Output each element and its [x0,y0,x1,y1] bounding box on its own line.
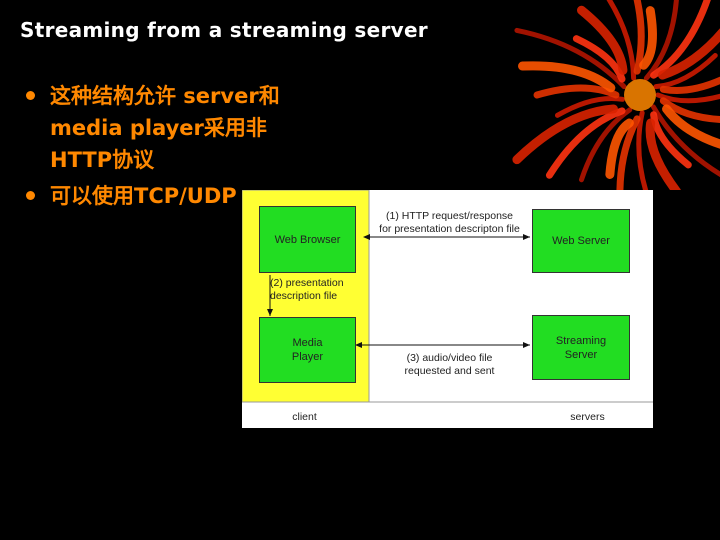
decorative-burst-graphic [512,0,720,190]
step3-label: (3) audio/video file requested and sent [404,352,495,377]
burst-spoke [639,6,657,70]
streaming-server-box: Streaming Server [532,315,630,380]
streaming-diagram: Web Browser Media Player Web Server Stre… [242,190,653,428]
burst-spoke [633,0,645,75]
burst-spoke [659,76,720,94]
burst-spoke [650,104,720,178]
step2-label: (2) presentation description file [270,277,344,302]
burst-spoke [653,52,718,90]
burst-spoke [655,92,720,104]
burst-spoke [645,118,681,190]
bullet-list: 这种结构允许 server和media player采用非 HTTP协议 可以使… [24,80,284,212]
burst-spoke [512,104,618,165]
burst-spoke [636,110,649,190]
burst-spoke [605,118,634,179]
burst-spokes [512,0,720,190]
web-browser-box: Web Browser [259,206,356,273]
bullet-dot [26,191,35,200]
burst-spoke [606,0,637,81]
step1-label: (1) HTTP request/response for presentati… [379,210,520,235]
bullet-dot [26,91,35,100]
bullet-item: 可以使用TCP/UDP [24,180,284,212]
burst-spoke [616,115,641,190]
burst-spoke [545,107,626,179]
bullet-item: 这种结构允许 server和media player采用非 HTTP协议 [24,80,284,176]
web-server-box: Web Server [532,209,630,273]
burst-spoke [657,28,720,80]
bullet-text: 这种结构允许 server和media player采用非 HTTP协议 [50,84,280,172]
bullet-text: 可以使用TCP/UDP [50,184,237,208]
burst-spoke [662,104,720,149]
client-label: client [292,411,317,423]
burst-spoke [518,61,616,93]
burst-spoke [578,107,633,183]
burst-spoke [572,35,626,83]
slide-title: Streaming from a streaming server [20,18,428,42]
burst-spoke [533,84,620,99]
servers-label: servers [570,411,605,423]
burst-spoke [659,97,720,123]
burst-spoke [650,111,692,169]
burst-spoke [650,0,711,79]
burst-spoke [514,27,627,90]
media-player-box: Media Player [259,317,356,383]
burst-spoke [554,95,626,118]
burst-spoke [576,5,628,75]
burst-spoke [643,0,679,81]
burst-center [624,79,656,111]
